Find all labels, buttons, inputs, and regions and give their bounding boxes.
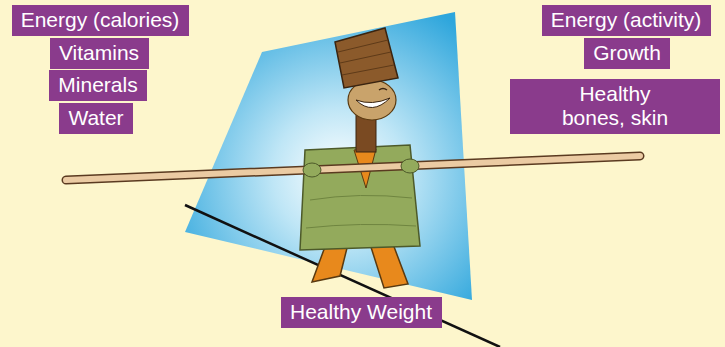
balancing-pole: [66, 156, 640, 180]
label-band: Growth: [584, 38, 670, 69]
label-text: Energy (calories): [21, 8, 180, 32]
label-band: Energy (activity): [542, 5, 711, 36]
label-text: Energy (activity): [551, 8, 702, 32]
tunic-lines: [306, 164, 416, 228]
label-band: Healthy bones, skin: [510, 79, 720, 134]
green-tunic: [300, 145, 420, 250]
label-band: Water: [59, 103, 133, 134]
right-foot: [370, 244, 408, 288]
blue-triangle: [185, 12, 472, 300]
label-text: Vitamins: [59, 41, 139, 65]
label-band: Energy (calories): [12, 5, 189, 36]
right-hand: [401, 159, 419, 173]
eye: [379, 89, 387, 91]
label-text: Minerals: [58, 73, 137, 97]
label-text: Healthy bones, skin: [550, 82, 680, 130]
hat-lines: [338, 40, 394, 75]
label-band: Vitamins: [50, 38, 149, 69]
smile: [356, 98, 390, 108]
pole-outline: [66, 156, 640, 180]
label-text: Growth: [593, 41, 661, 65]
label-band: Minerals: [49, 70, 147, 101]
label-text: Healthy Weight: [290, 300, 432, 324]
label-text: Water: [68, 106, 123, 130]
label-band: Healthy Weight: [281, 297, 442, 328]
brown-hat: [335, 28, 398, 88]
left-hand: [303, 163, 321, 177]
